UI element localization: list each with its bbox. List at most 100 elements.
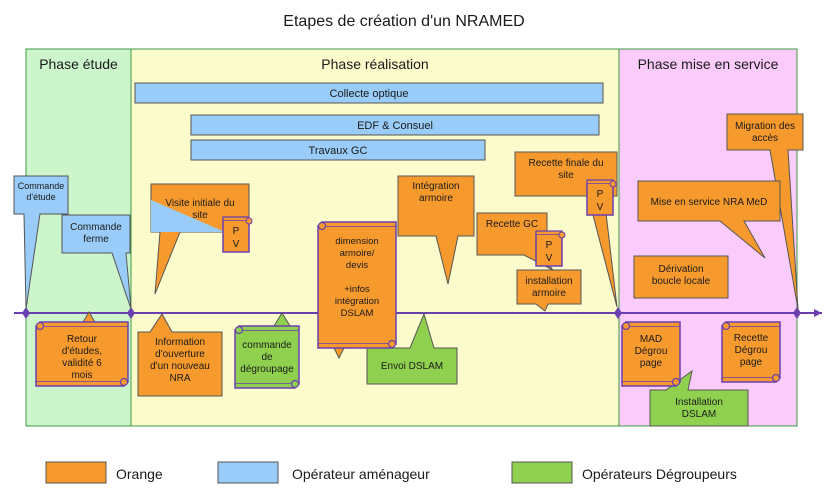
callout-installation-armoire-text: armoire bbox=[532, 288, 566, 299]
scroll-retour-etudes-top-roll bbox=[35, 321, 45, 331]
callout-installation-dslam-text: Installation bbox=[675, 397, 723, 408]
callout-commande-ferme-shape bbox=[61, 214, 132, 310]
legend-label-1: Orange bbox=[116, 466, 163, 482]
bar-2 bbox=[190, 114, 600, 136]
scroll-commande-degroupage-top-curl bbox=[238, 325, 300, 330]
scroll-commande-degroupage-bottom-roll bbox=[290, 379, 300, 389]
bar-label-2: EDF & Consuel bbox=[357, 120, 433, 132]
scroll-retour-etudes-bottom-curl bbox=[35, 382, 125, 387]
pv-visite-initiale-v: V bbox=[233, 239, 240, 250]
pv-visite-initiale-body bbox=[222, 219, 250, 253]
pv-visite-initiale: PV bbox=[222, 216, 253, 253]
callout-migration-acces-text: Migration des bbox=[735, 121, 795, 132]
callout-commande-etude-shape bbox=[13, 175, 69, 310]
scroll-mad-degroupage-bottom-roll bbox=[671, 377, 681, 387]
scroll-recette-degroupage-top-curl bbox=[725, 321, 781, 326]
callout-visite-initiale-blue-corner bbox=[151, 200, 225, 232]
scroll-dimension-armoire-bottom-curl bbox=[317, 344, 393, 349]
pv-visite-initiale-roll bbox=[245, 217, 253, 225]
callout-information-ouverture-text: Information bbox=[155, 337, 205, 348]
scroll-retour-etudes-text: Retour bbox=[67, 334, 98, 345]
scroll-recette-degroupage-text: Recette bbox=[734, 333, 769, 344]
pv-recette-finale-roll bbox=[609, 180, 617, 188]
scroll-commande-degroupage-bottom-curl bbox=[234, 384, 296, 389]
callout-commande-etude-text: Commande bbox=[18, 181, 65, 191]
scroll-recette-degroupage-bottom-roll bbox=[771, 373, 781, 383]
scroll-mad-degroupage-top-curl bbox=[625, 321, 681, 326]
callout-migration-acces-shape bbox=[726, 113, 804, 310]
scroll-commande-degroupage-text: de bbox=[261, 352, 273, 363]
diagram-title: Etapes de création d'un NRAMED bbox=[283, 13, 524, 30]
callout-mise-en-service-text: Mise en service NRA MeD bbox=[651, 197, 768, 208]
pv-recette-gc-v: V bbox=[546, 253, 553, 264]
callout-envoi-dslam-shape bbox=[366, 312, 458, 385]
callout-mise-en-service: Mise en service NRA MeD bbox=[637, 180, 781, 259]
scroll-dimension-armoire-text: intégration bbox=[335, 296, 379, 307]
scroll-mad-degroupage-top-roll bbox=[621, 321, 631, 331]
callout-information-ouverture-shape bbox=[137, 313, 223, 397]
callout-commande-etude-text: d'étude bbox=[26, 192, 55, 202]
phase-title-2: Phase réalisation bbox=[321, 56, 428, 72]
scroll-retour-etudes-text: d'études, bbox=[62, 346, 102, 357]
pv-recette-gc-body bbox=[535, 233, 563, 267]
pv-visite-initiale-p: P bbox=[233, 226, 240, 237]
callout-derivation-shape bbox=[633, 255, 729, 299]
callout-visite-initiale-text: site bbox=[192, 210, 208, 221]
scroll-mad-degroupage-text: MAD bbox=[640, 334, 662, 345]
callout-installation-dslam-text: DSLAM bbox=[682, 409, 716, 420]
scroll-dimension-armoire-text: +infos bbox=[344, 284, 370, 295]
scroll-recette-degroupage-text: page bbox=[740, 357, 763, 368]
milestone-marker-1 bbox=[22, 307, 30, 319]
scroll-recette-degroupage-text: Dégrou bbox=[735, 345, 768, 356]
legend-swatch-1 bbox=[45, 461, 107, 484]
scroll-dimension-armoire-text: armoire/ bbox=[340, 248, 375, 259]
scroll-retour-etudes-bottom-roll bbox=[119, 377, 129, 387]
callout-information-ouverture-text: d'un nouveau bbox=[150, 361, 210, 372]
pv-visite-initiale-curl bbox=[222, 216, 250, 220]
callout-information-ouverture-text: NRA bbox=[169, 373, 190, 384]
pv-recette-finale-body bbox=[586, 182, 614, 216]
timeline-arrowhead bbox=[814, 309, 822, 317]
scroll-commande-degroupage-text: commande bbox=[242, 340, 292, 351]
scroll-commande-degroupage-text: dégroupage bbox=[240, 364, 294, 375]
scroll-dimension-armoire-top-roll bbox=[317, 221, 327, 231]
scroll-mad-degroupage-text: Dégrou bbox=[635, 346, 668, 357]
scroll-mad-degroupage-text: page bbox=[640, 358, 663, 369]
legend-label-2: Opérateur aménageur bbox=[292, 466, 430, 482]
pv-recette-gc: PV bbox=[535, 230, 566, 267]
scroll-recette-degroupage-body bbox=[721, 325, 781, 379]
scroll-dimension-armoire-text: dimension bbox=[335, 236, 378, 247]
legend-swatch-3 bbox=[511, 461, 573, 484]
pv-recette-gc-p: P bbox=[546, 240, 553, 251]
callout-integration-armoire-text: Intégration bbox=[412, 181, 459, 192]
callout-recette-gc-text: Recette GC bbox=[486, 219, 538, 230]
phase-title-1: Phase étude bbox=[39, 56, 118, 72]
callout-derivation-text: Dérivation bbox=[658, 264, 703, 275]
callout-recette-finale-text: Recette finale du bbox=[528, 158, 603, 169]
bar-label-3: Travaux GC bbox=[309, 145, 368, 157]
pv-recette-finale: PV bbox=[586, 179, 617, 216]
callout-envoi-dslam: Envoi DSLAM bbox=[366, 312, 458, 385]
scroll-recette-degroupage-bottom-curl bbox=[721, 378, 777, 383]
callout-information-ouverture-text: d'ouverture bbox=[155, 349, 205, 360]
scroll-mad-degroupage-bottom-curl bbox=[621, 382, 677, 387]
scroll-dimension-armoire-bottom-roll bbox=[387, 339, 397, 349]
pv-recette-gc-roll bbox=[558, 231, 566, 239]
scroll-dimension-armoire-top-curl bbox=[321, 221, 397, 226]
milestone-marker-4 bbox=[793, 307, 801, 319]
bar-label-1: Collecte optique bbox=[330, 88, 409, 100]
callout-installation-armoire-shape bbox=[516, 269, 582, 312]
legend-label-3: Opérateurs Dégroupeurs bbox=[582, 466, 737, 482]
pv-recette-finale-curl bbox=[586, 179, 614, 183]
milestone-marker-2 bbox=[127, 307, 135, 319]
legend-swatch-2 bbox=[217, 461, 279, 484]
callout-commande-ferme-text: ferme bbox=[83, 234, 109, 245]
